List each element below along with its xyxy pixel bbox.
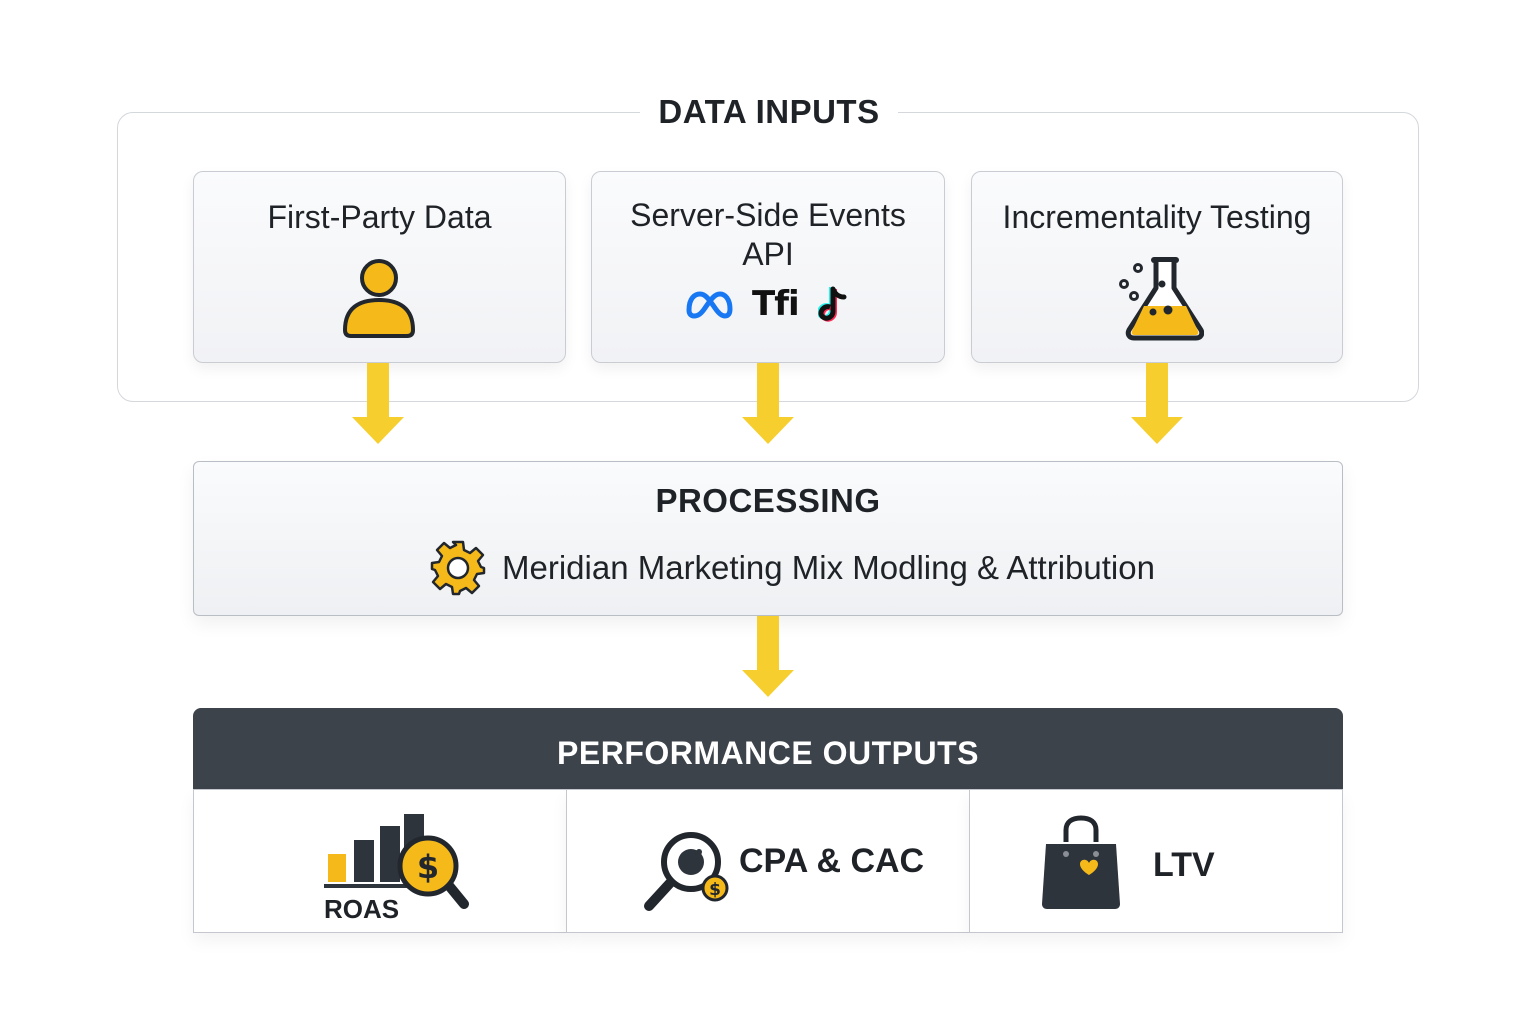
server-side-events-label-line2: API	[742, 236, 794, 272]
arrow-server-side-to-processing	[742, 363, 794, 444]
gear-icon	[430, 540, 486, 596]
ltv-card: LTV	[969, 789, 1343, 933]
processing-box: PROCESSING Meridian Marketing Mix Modlin…	[193, 461, 1343, 616]
processing-title: PROCESSING	[655, 482, 881, 519]
roas-label: ROAS	[324, 894, 400, 924]
performance-outputs-header: PERFORMANCE OUTPUTS	[193, 708, 1343, 790]
flask-icon	[1119, 257, 1204, 341]
data-inputs-title: DATA INPUTS	[640, 90, 898, 134]
server-side-events-card: Server-Side Events API Tfi	[591, 171, 945, 363]
roas-card: $ ROAS	[193, 789, 567, 933]
arrow-incrementality-to-processing	[1131, 363, 1183, 444]
cpa-cac-card: $ CPA & CAC	[566, 789, 970, 933]
processing-label: Meridian Marketing Mix Modling & Attribu…	[502, 549, 1155, 586]
processing-row: Meridian Marketing Mix Modling & Attribu…	[430, 538, 1155, 598]
bar-chart-dollar-icon: $	[324, 814, 469, 909]
user-icon	[342, 259, 416, 338]
incrementality-testing-card: Incrementality Testing	[971, 171, 1343, 363]
cpa-cac-label: CPA & CAC	[739, 842, 925, 880]
arrow-processing-to-outputs	[742, 616, 794, 697]
tiktok-logo-icon	[818, 286, 847, 322]
svg-text:$: $	[709, 880, 721, 900]
server-side-events-label-line1: Server-Side Events	[630, 197, 906, 233]
ltv-label: LTV	[1153, 846, 1215, 884]
first-party-data-card: First-Party Data	[193, 171, 566, 363]
incrementality-testing-label: Incrementality Testing	[1002, 199, 1312, 235]
arrow-first-party-to-processing	[352, 363, 404, 444]
magnifier-dollar-icon: $	[644, 832, 729, 911]
shopping-bag-heart-icon	[1042, 815, 1120, 909]
first-party-data-label: First-Party Data	[267, 199, 492, 235]
meta-logo-icon	[686, 291, 733, 319]
svg-text:$: $	[417, 848, 439, 886]
tfi-logo-icon: Tfi	[752, 284, 800, 324]
